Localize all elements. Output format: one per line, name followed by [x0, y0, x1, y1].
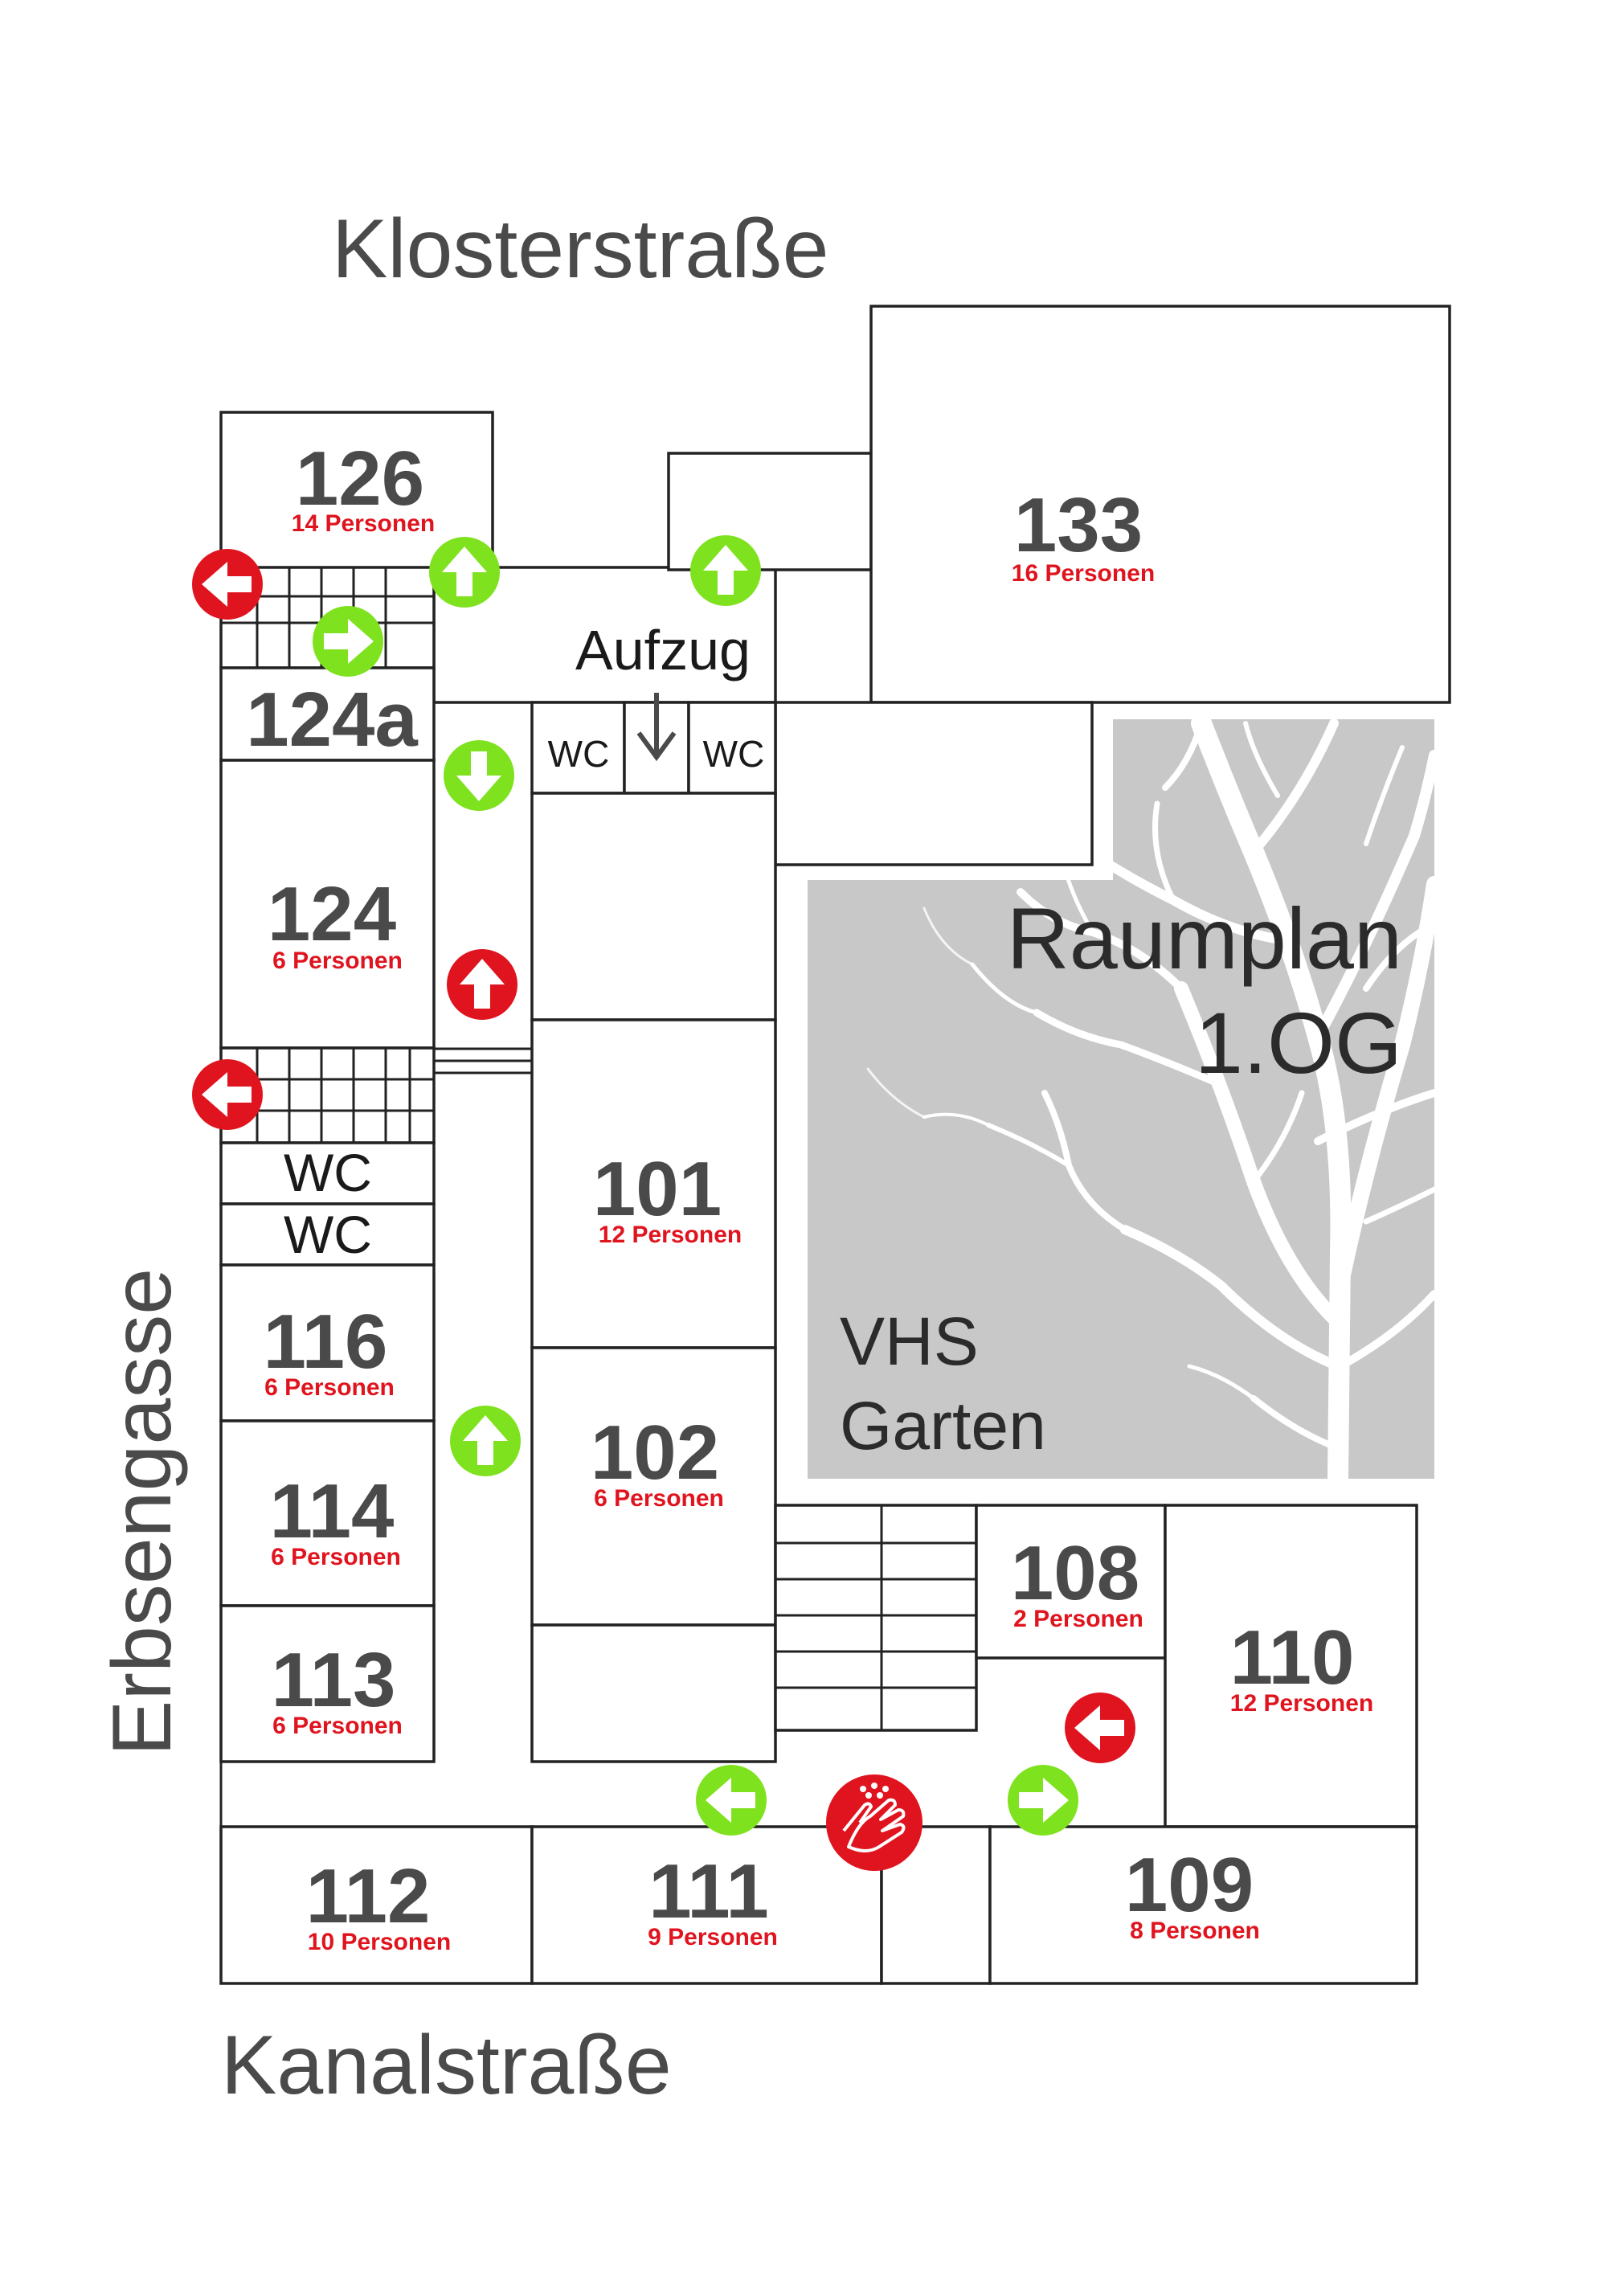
- room-capacity: 6 Personen: [264, 1374, 395, 1401]
- walk-arrow-up-icon: [450, 1406, 521, 1476]
- room-133-area: [869, 305, 1451, 704]
- plan-title-line2: 1.OG: [1195, 994, 1402, 1091]
- garden-label-line1: VHS: [840, 1304, 979, 1379]
- room-102-area: [530, 1346, 777, 1627]
- plan-title-line1: Raumplan: [1007, 890, 1402, 987]
- wc-2-label: WC: [284, 1205, 372, 1264]
- room-capacity: 12 Personen: [599, 1222, 742, 1248]
- room-capacity: 6 Personen: [272, 948, 403, 974]
- room-capacity: 6 Personen: [594, 1485, 724, 1512]
- walk-arrow-right-icon: [313, 606, 383, 677]
- garden-label-line2: Garten: [840, 1388, 1046, 1463]
- room-126: 126 14 Personen: [292, 436, 435, 537]
- room-124: 124 6 Personen: [268, 871, 403, 974]
- street-south-label: Kanalstraße: [221, 2019, 672, 2112]
- room-capacity: 8 Personen: [1130, 1918, 1260, 1944]
- room-124-area: [219, 759, 436, 1050]
- wc-1-label: WC: [284, 1143, 372, 1202]
- wc-2-area: [219, 1202, 436, 1267]
- room-101-area: [530, 1018, 777, 1349]
- room-101: 101 12 Personen: [593, 1146, 742, 1248]
- room-number: 108: [1011, 1530, 1139, 1616]
- elevator-label: Aufzug: [575, 619, 751, 682]
- room-111-area: [530, 1825, 883, 1985]
- room-number: 112: [306, 1853, 431, 1939]
- room-112-area: [219, 1825, 534, 1985]
- street-west-label: Erbsengasse: [96, 1268, 189, 1756]
- exit-arrow-left-icon: [192, 549, 263, 620]
- room-133: 133 16 Personen: [1012, 482, 1155, 587]
- walk-arrow-left-icon: [696, 1765, 767, 1836]
- hand-hygiene-icon: [826, 1774, 922, 1871]
- room-113-area: [219, 1604, 436, 1763]
- walk-arrow-up-icon: [429, 537, 500, 608]
- room-capacity: 10 Personen: [308, 1929, 451, 1955]
- room-capacity: 16 Personen: [1012, 560, 1155, 587]
- room-124a-area: [219, 666, 436, 762]
- room-number: 102: [591, 1410, 719, 1496]
- room-capacity: 14 Personen: [292, 510, 435, 537]
- room-109-area: [988, 1825, 1418, 1985]
- exit-arrow-up-icon: [447, 949, 517, 1020]
- direction-markers: [192, 535, 1135, 1871]
- walk-arrow-down-icon: [444, 740, 514, 811]
- wc-1-area: [219, 1141, 436, 1205]
- room-102: 102 6 Personen: [591, 1410, 724, 1512]
- exit-arrow-left-icon: [1065, 1693, 1135, 1763]
- room-capacity: 6 Personen: [272, 1713, 403, 1739]
- room-108-area: [975, 1504, 1167, 1660]
- garden-area: [808, 713, 1442, 1489]
- room-number: 124: [268, 871, 396, 957]
- room-central-bottom: [530, 1623, 777, 1763]
- room-number: 126: [296, 436, 424, 522]
- room-108: 108 2 Personen: [1011, 1530, 1143, 1632]
- room-110: 110 12 Personen: [1230, 1615, 1374, 1717]
- tree-icon: [866, 713, 1442, 1489]
- room-116: 116 6 Personen: [264, 1299, 395, 1401]
- room-capacity: 12 Personen: [1230, 1690, 1373, 1717]
- wc-left-label: WC: [548, 733, 610, 775]
- room-number: 114: [270, 1468, 395, 1554]
- elevator-arrow-icon: [636, 693, 677, 762]
- room-number: 133: [1014, 482, 1143, 568]
- room-number: 116: [264, 1299, 388, 1385]
- room-capacity: 9 Personen: [648, 1924, 778, 1950]
- room-annex: [774, 701, 1094, 866]
- walk-arrow-up-icon: [690, 535, 761, 606]
- room-116-area: [219, 1263, 436, 1422]
- room-number: 110: [1230, 1615, 1355, 1701]
- room-number: 101: [593, 1146, 722, 1232]
- room-number: 109: [1125, 1842, 1254, 1928]
- exit-arrow-left-icon: [192, 1059, 263, 1130]
- stairs-lower: [774, 1504, 978, 1732]
- room-capacity: 2 Personen: [1013, 1606, 1143, 1632]
- room-number: 111: [648, 1848, 769, 1934]
- room-111: 111 9 Personen: [648, 1848, 778, 1950]
- room-number: 124a: [246, 677, 418, 763]
- walk-arrow-right-icon: [1008, 1765, 1078, 1836]
- room-112: 112 10 Personen: [306, 1853, 452, 1955]
- room-central-top: [530, 792, 777, 1021]
- room-capacity: 6 Personen: [271, 1544, 401, 1570]
- room-110-area: [1164, 1504, 1418, 1828]
- room-number: 113: [272, 1637, 396, 1723]
- stair-treads: [221, 567, 976, 1730]
- room-114-area: [219, 1419, 436, 1607]
- wc-right-label: WC: [703, 733, 765, 775]
- room-113: 113 6 Personen: [272, 1637, 403, 1739]
- building: [219, 305, 1451, 1985]
- room-114: 114 6 Personen: [270, 1468, 401, 1570]
- street-north-label: Klosterstraße: [332, 203, 828, 296]
- room-109: 109 8 Personen: [1125, 1842, 1260, 1944]
- room-124a: 124a: [246, 677, 418, 763]
